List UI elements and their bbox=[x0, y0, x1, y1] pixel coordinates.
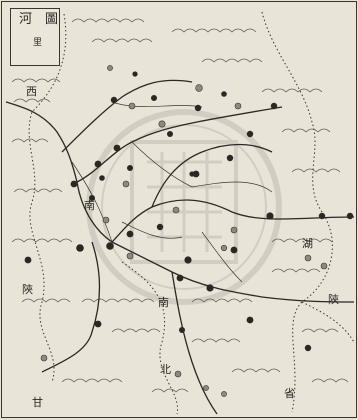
settlement-dot bbox=[194, 104, 202, 112]
region-label-north-west: 西 bbox=[26, 85, 37, 98]
towns bbox=[40, 65, 328, 397]
region-label-lower-mid: 北 bbox=[160, 363, 171, 376]
settlement-dot bbox=[151, 95, 157, 101]
settlement-dot bbox=[230, 246, 238, 254]
town-dot bbox=[195, 84, 203, 92]
settlement-dot bbox=[156, 223, 164, 231]
settlement-dot bbox=[346, 212, 354, 220]
region-label-mid-right: 湖 bbox=[302, 237, 313, 250]
region-label-west: 陝 bbox=[22, 283, 33, 296]
town-dot bbox=[220, 244, 228, 252]
rivers bbox=[5, 79, 355, 415]
settlement-dot bbox=[127, 165, 133, 171]
town-dot bbox=[158, 120, 166, 128]
settlement-dot bbox=[176, 274, 184, 282]
region-label-mid-left: 南 bbox=[84, 199, 95, 212]
town-dot bbox=[126, 252, 134, 260]
town-dot bbox=[320, 262, 328, 270]
settlement-dot bbox=[110, 96, 118, 104]
map-scale-label: 里 bbox=[33, 38, 43, 48]
settlement-dot bbox=[246, 130, 254, 138]
settlement-dot bbox=[206, 284, 214, 292]
town-dot bbox=[102, 216, 110, 224]
town-dot bbox=[221, 391, 227, 397]
town-dot bbox=[172, 206, 180, 214]
town-dot bbox=[122, 180, 130, 188]
settlements bbox=[24, 71, 354, 352]
province-boundaries bbox=[28, 11, 355, 415]
mountain-hatching bbox=[11, 18, 349, 393]
town-dot bbox=[40, 354, 48, 362]
settlement-dot bbox=[24, 256, 32, 264]
town-dot bbox=[128, 102, 136, 110]
settlement-dot bbox=[189, 171, 195, 177]
town-dot bbox=[107, 65, 113, 71]
settlement-dot bbox=[184, 256, 192, 264]
settlement-dot bbox=[167, 131, 173, 137]
settlement-dot bbox=[113, 144, 121, 152]
map-title: 河 圖 bbox=[19, 12, 59, 27]
settlement-dot bbox=[106, 242, 114, 250]
town-dot bbox=[203, 385, 209, 391]
settlement-dot bbox=[132, 71, 138, 77]
settlement-dot bbox=[192, 170, 200, 178]
roads bbox=[71, 101, 273, 283]
settlement-dot bbox=[246, 316, 254, 324]
town-dot bbox=[304, 254, 312, 262]
settlement-dot bbox=[94, 160, 102, 168]
region-label-lower-right: 省 bbox=[284, 387, 295, 400]
region-label-east: 陝 bbox=[328, 293, 339, 306]
settlement-dot bbox=[221, 91, 227, 97]
town-dot bbox=[234, 102, 242, 110]
settlement-dot bbox=[226, 154, 234, 162]
settlement-dot bbox=[89, 195, 95, 201]
settlement-dot bbox=[266, 212, 274, 220]
region-label-south: 南 bbox=[158, 296, 169, 309]
map-title-box: 河 圖 里 bbox=[10, 8, 60, 66]
seal-stamp bbox=[86, 109, 282, 305]
settlement-dot bbox=[318, 212, 326, 220]
settlement-dot bbox=[126, 230, 134, 238]
settlement-dot bbox=[304, 344, 312, 352]
settlement-dot bbox=[70, 180, 78, 188]
historical-map bbox=[5, 11, 355, 415]
town-dot bbox=[174, 370, 182, 378]
settlement-dot bbox=[94, 320, 102, 328]
settlement-dot bbox=[76, 244, 84, 252]
town-dot bbox=[230, 226, 238, 234]
settlement-dot bbox=[270, 102, 278, 110]
settlement-dot bbox=[179, 327, 185, 333]
settlement-dot bbox=[99, 175, 105, 181]
region-label-bottom-left: 甘 bbox=[32, 396, 43, 409]
